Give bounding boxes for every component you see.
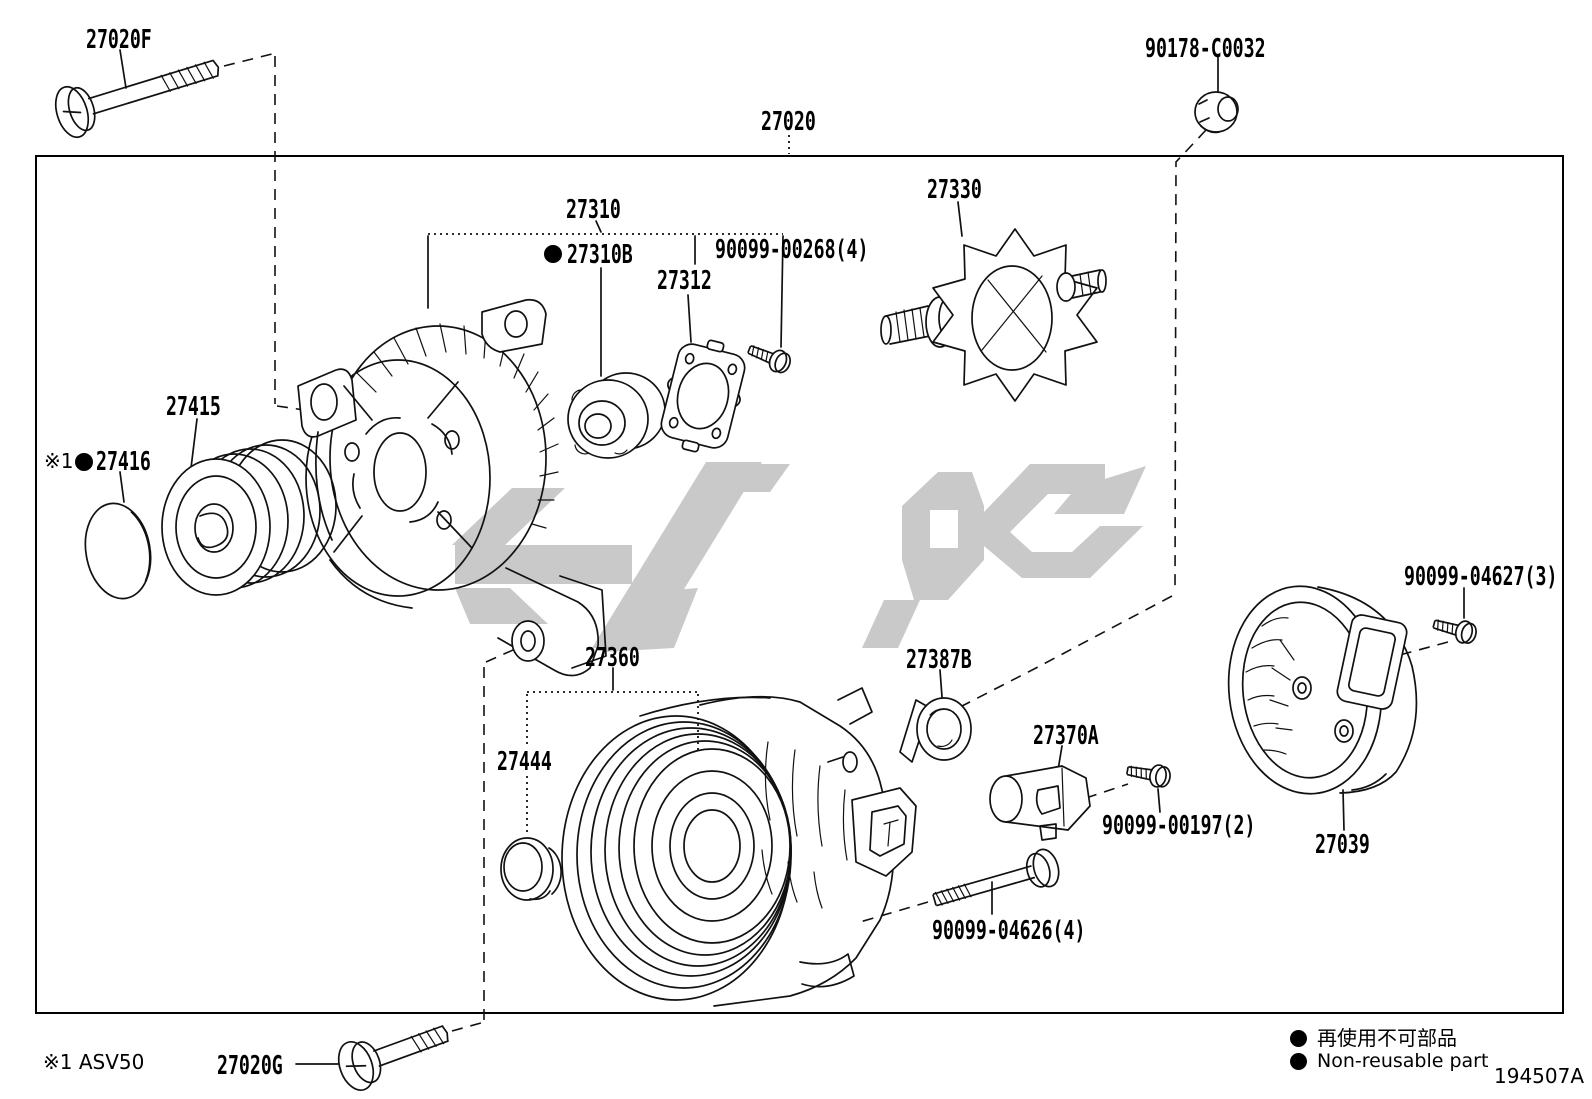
part-label-27370a[interactable]: 27370A <box>1033 721 1099 751</box>
watermark-logo <box>452 462 1146 652</box>
part-label-90099-04627[interactable]: 90099-04627(3) <box>1404 562 1558 592</box>
part-label-27444[interactable]: 27444 <box>497 747 552 777</box>
part-label-27312[interactable]: 27312 <box>657 266 712 296</box>
rotor-27330-drawing <box>880 228 1107 402</box>
nut-90178-drawing <box>1194 91 1239 134</box>
dashed-assembly-lines <box>223 53 1449 1032</box>
part-label-27387b[interactable]: 27387B <box>906 645 972 675</box>
part-label-90099-04626[interactable]: 90099-04626(4) <box>932 916 1086 946</box>
non-reusable-marker-27310b <box>544 245 562 263</box>
leader-lines <box>119 49 1465 1065</box>
stator-27360-drawing <box>561 687 917 1007</box>
part-label-27020[interactable]: 27020 <box>761 107 816 137</box>
part-label-27039[interactable]: 27039 <box>1315 830 1370 860</box>
part-label-90099-00268[interactable]: 90099-00268(4) <box>715 235 869 265</box>
part-label-27416[interactable]: 27416 <box>96 447 151 477</box>
variant-note: ※1 ASV50 <box>43 1050 145 1074</box>
bearing-27310b-drawing <box>567 372 666 459</box>
part-label-27360[interactable]: 27360 <box>585 643 640 673</box>
screw-90099-00197-drawing <box>1126 764 1171 788</box>
rear-cover-27039-drawing <box>1227 585 1418 795</box>
cap-27416-drawing <box>84 502 152 600</box>
legend-row-jp: 再使用不可部品 <box>1290 1028 1457 1048</box>
part-label-27020f[interactable]: 27020F <box>86 25 152 55</box>
part-label-27020g[interactable]: 27020G <box>217 1051 283 1081</box>
legend-en-text: Non-reusable part <box>1317 1050 1489 1072</box>
part-label-90099-00197[interactable]: 90099-00197(2) <box>1102 811 1256 841</box>
bolt-27020f-drawing <box>54 59 220 139</box>
retainer-27312-drawing <box>660 339 746 453</box>
bolt-27020g-drawing <box>337 1025 449 1091</box>
plug-27444-drawing <box>500 837 562 901</box>
bolt-90099-04626-drawing <box>932 848 1060 907</box>
front-bracket-drawing <box>297 298 607 677</box>
part-label-27415[interactable]: 27415 <box>166 392 221 422</box>
regulator-27370a-drawing <box>989 765 1091 841</box>
non-reusable-dot-icon <box>1290 1029 1307 1047</box>
screw-90099-04627-drawing <box>1432 619 1477 644</box>
non-reusable-marker-27416 <box>75 453 93 471</box>
part-ref-mark-27416: ※1 <box>44 449 74 473</box>
legend-jp-text: 再使用不可部品 <box>1317 1026 1457 1050</box>
pulley-27415-drawing <box>161 439 337 596</box>
part-label-27330[interactable]: 27330 <box>927 175 982 205</box>
brush-holder-27387b-drawing <box>899 697 972 763</box>
screw-90099-00268-drawing <box>747 345 791 374</box>
non-reusable-dot-icon <box>1290 1053 1307 1070</box>
part-label-27310[interactable]: 27310 <box>566 195 621 225</box>
assembly-boundary-box <box>35 155 1564 1014</box>
part-label-90178-c0032[interactable]: 90178-C0032 <box>1145 34 1266 64</box>
diagram-code: 194507A <box>1494 1064 1585 1088</box>
legend-row-en: Non-reusable part <box>1290 1052 1488 1071</box>
part-label-27310b[interactable]: 27310B <box>567 240 633 270</box>
